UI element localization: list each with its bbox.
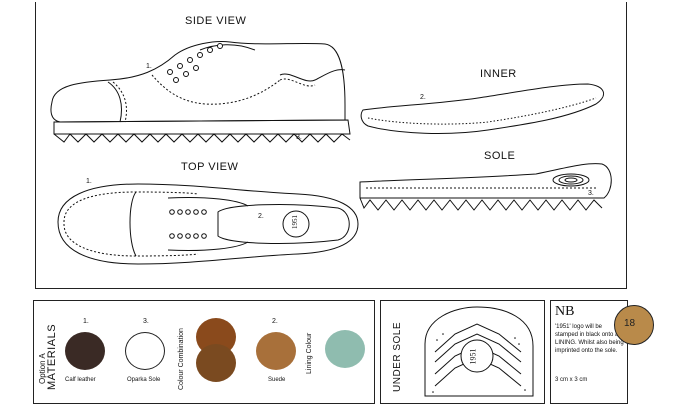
drawing-frame: [35, 2, 627, 289]
top-view-title: TOP VIEW: [181, 161, 239, 173]
sole-drawing: [359, 163, 612, 211]
sole-callout-3: 3.: [588, 190, 594, 197]
materials-panel: [33, 300, 375, 404]
page-number: 18: [624, 318, 636, 329]
inner-callout-2: 2.: [420, 94, 426, 101]
side-callout-3: 3.: [296, 134, 302, 141]
sole-title: SOLE: [484, 150, 516, 162]
material-2-name: Suede: [268, 377, 286, 383]
page-number-tab: [614, 305, 654, 345]
suede-swatch: [256, 332, 296, 370]
oparka-sole-swatch: [125, 332, 165, 370]
nb-panel: [550, 300, 628, 404]
material-1-name: Calf leather: [65, 377, 96, 383]
nb-size: 3 cm x 3 cm: [555, 377, 588, 383]
lining-colour-swatch: [325, 330, 365, 368]
inner-sole-drawing: [360, 83, 604, 134]
under-sole-logo: 1951: [468, 348, 478, 365]
nb-text: '1951' logo will be stamped in black ont…: [555, 324, 624, 354]
side-view-shoe: [50, 41, 351, 143]
top-view-shoe: [57, 183, 359, 265]
calf-leather-swatch: [65, 332, 105, 370]
under-sole-panel: [380, 300, 545, 404]
inner-title: INNER: [480, 68, 517, 80]
material-2-number: 2.: [272, 318, 278, 325]
colour-combination-label: Colour Combination: [178, 328, 185, 390]
under-sole-label: UNDER SOLE: [392, 321, 403, 392]
nb-title: NB: [555, 304, 575, 319]
colour-combo-bottom-swatch: [196, 344, 236, 382]
side-callout-1: 1.: [146, 63, 152, 70]
material-3-name: Oparka Sole: [127, 377, 161, 383]
material-1-number: 1.: [83, 318, 89, 325]
under-sole-drawing: [424, 306, 534, 397]
materials-title-line2: MATERIALS: [46, 323, 58, 390]
top-callout-2: 2.: [258, 213, 264, 220]
material-3-number: 3.: [143, 318, 149, 325]
top-callout-1: 1.: [86, 178, 92, 185]
lining-colour-label: Lining Colour: [306, 332, 313, 374]
side-view-title: SIDE VIEW: [185, 15, 247, 27]
top-view-logo: 1951: [291, 215, 299, 229]
